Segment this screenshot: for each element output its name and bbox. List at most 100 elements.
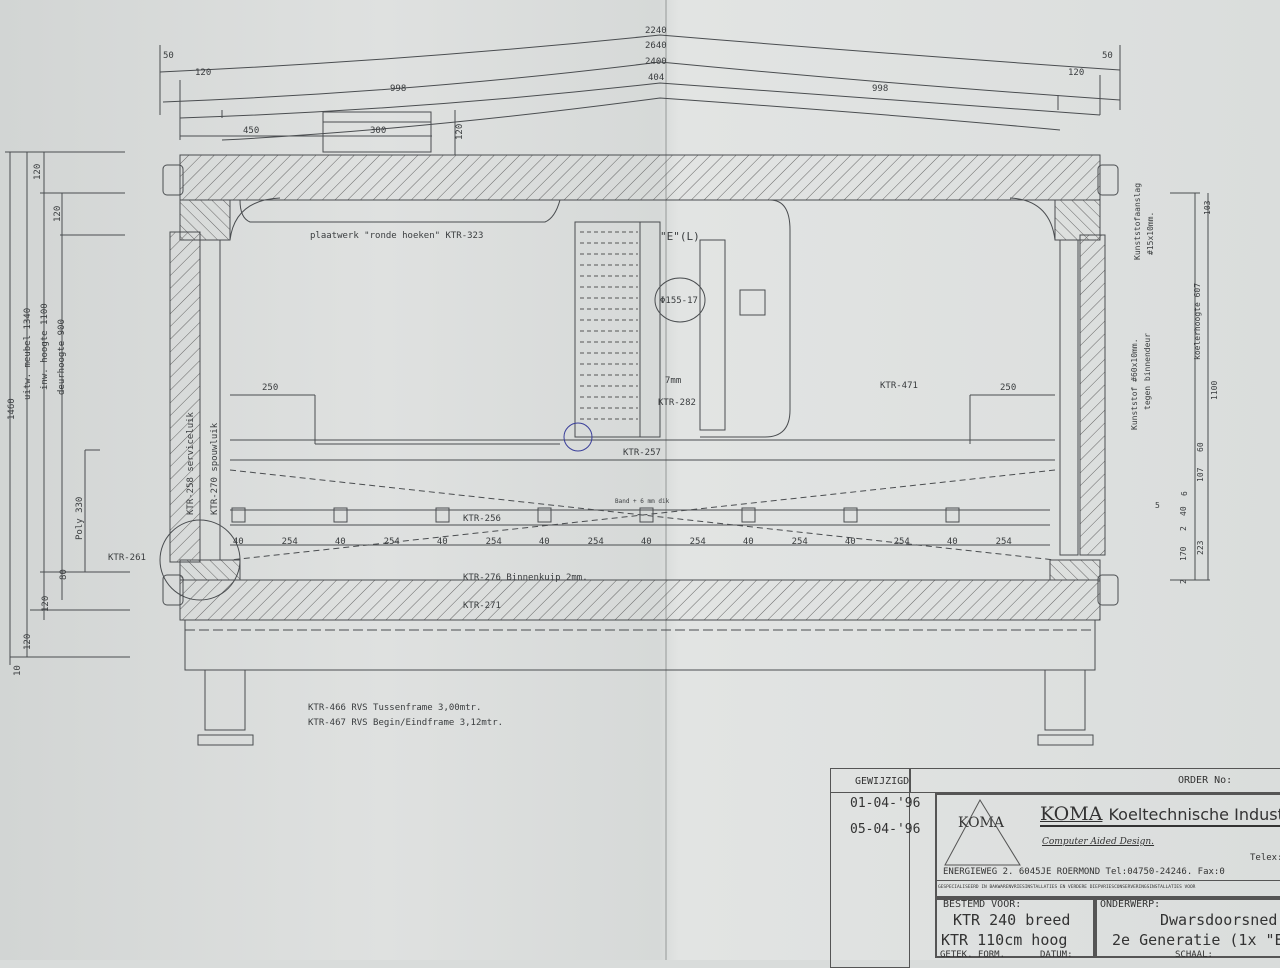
label-ktr-276: KTR-276 Binnenkuip 2mm. [463,573,588,583]
dim-120-bottom: 120 [23,634,33,650]
fan-unit [654,199,791,438]
dim-2400: 2400 [645,57,667,67]
dim-60: 60 [1196,442,1205,452]
dim-50-left: 50 [163,51,174,61]
shelf-dim-label: 254 [894,537,910,547]
datum-label: DATUM: [1040,950,1073,960]
dim-2240: 2240 [645,26,667,36]
shelf-dim-label: 40 [641,537,652,547]
shelf-dim-label: 254 [486,537,502,547]
dim-250-left: 250 [262,383,278,393]
label-tegen-binnendeur: tegen binnendeur [1143,333,1152,410]
top-slab [179,154,1101,201]
specialised-text: GESPECIALISEERD IN BAKWARENVRIESINSTALLA… [938,885,1196,890]
right-leg [1037,669,1094,746]
gewijzigd-label: GEWIJZIGD [855,776,910,787]
shelf-dim-label: 254 [588,537,604,547]
company-name: KOMA Koeltechnische Indust [1040,804,1280,827]
dim-170: 170 [1179,546,1188,561]
shelf-dim-label: 254 [690,537,706,547]
dim-404: 404 [648,73,664,83]
shelf-support [639,507,654,523]
blue-annotation-circle [563,422,593,452]
dim-250-right: 250 [1000,383,1016,393]
bestemd-label: BESTEMD VOOR: [943,899,1022,910]
dim-120-top: 120 [33,164,43,180]
onderwerp-label: ONDERWERP: [1100,899,1161,910]
label-ktr-270: KTR-270 spouwluik [210,422,220,515]
company-brand: KOMA [1040,803,1103,825]
dim-120-left: 120 [195,68,211,78]
dim-998-left: 998 [390,84,406,94]
dim-uitw: uitw. meubel 1340 [23,308,33,400]
dim-10: 10 [13,665,23,676]
getek-label: GETEK. FORM. [940,950,1006,960]
shelf-dim-label: 254 [384,537,400,547]
dim-2-bottom: 2 [1179,579,1188,584]
base-frame [184,619,1096,671]
schaal-label: SCHAAL: [1175,950,1213,960]
label-ktr-271: KTR-271 [463,601,501,611]
dim-120-right: 120 [1068,68,1084,78]
dim-120-box: 120 [455,124,465,140]
company-address: ENERGIEWEG 2. 6045JE ROERMOND Tel:04750-… [943,867,1225,877]
dim-2-right: 2 [1179,526,1188,531]
shelf-dim-label: 40 [437,537,448,547]
dim-80: 80 [59,569,69,580]
dim-450: 450 [243,126,259,136]
dim-50-right: 50 [1102,51,1113,61]
label-ktr-471: KTR-471 [880,381,918,391]
dim-inw: inw. hoogte 1100 [40,303,50,390]
label-plaatwerk: plaatwerk "ronde hoeken" KTR-323 [310,231,483,241]
shelf-support [741,507,756,523]
label-ktr-467: KTR-467 RVS Begin/Eindframe 3,12mtr. [308,718,503,728]
onderwerp-line-2: 2e Generatie (1x "E" [1112,931,1280,949]
dim-40-right: 40 [1179,506,1188,516]
label-kunststof-deur: Kunststof #60x10mm. [1130,338,1139,430]
dim-300: 300 [370,126,386,136]
bestemd-line-2: KTR 110cm hoog [941,931,1068,949]
shelf-dim-label: 40 [947,537,958,547]
label-aanslag-size: #15x10mm. [1146,212,1155,255]
label-ktr-257: KTR-257 [623,448,661,458]
bestemd-line-1: KTR 240 breed [953,911,1071,929]
dim-103: 103 [1203,200,1212,215]
cad-subtitle: Computer Aided Design. [1042,837,1155,847]
label-band: Band + 6 mm dik [615,498,670,505]
label-ktr-256: KTR-256 [463,514,501,524]
dim-koelerhoogte: koelerhoogte 607 [1193,283,1202,360]
company-name-rest: Koeltechnische Indust [1108,805,1280,824]
left-leg [197,669,254,746]
label-ktr-261: KTR-261 [108,553,146,563]
left-dimension-lines [5,151,1210,665]
dim-1100-right: 1100 [1210,381,1219,400]
shelf-dim-label: 40 [335,537,346,547]
left-cavity-door [199,239,221,561]
shelf-support [231,507,246,523]
shelf-support [537,507,552,523]
evaporator-coil [574,221,661,438]
right-door [1079,234,1106,556]
shelf-dim-label: 40 [845,537,856,547]
dim-120-third: 120 [41,596,51,612]
label-7mm: 7mm [665,376,681,386]
label-phi155: Φ155-17 [660,296,698,306]
shelf-support [945,507,960,523]
label-ktr-282: KTR-282 [658,398,696,408]
shelf-support [333,507,348,523]
dim-6: 6 [1180,491,1189,496]
order-row [910,768,1280,793]
telex-label: Telex: [1250,853,1280,863]
dim-120-second: 120 [53,206,63,222]
top-box [322,111,432,153]
bottom-slab [179,579,1101,621]
detail-circle [159,519,241,601]
dim-1460: 1460 [7,398,17,420]
shelf-support [435,507,450,523]
label-kunststofaanslag: Kunststofaanslag [1133,183,1142,260]
top-dimension-lines [159,34,1121,155]
order-label: ORDER No: [1178,775,1233,786]
shelf-dim-label: 40 [539,537,550,547]
shelf-dim-label: 40 [233,537,244,547]
